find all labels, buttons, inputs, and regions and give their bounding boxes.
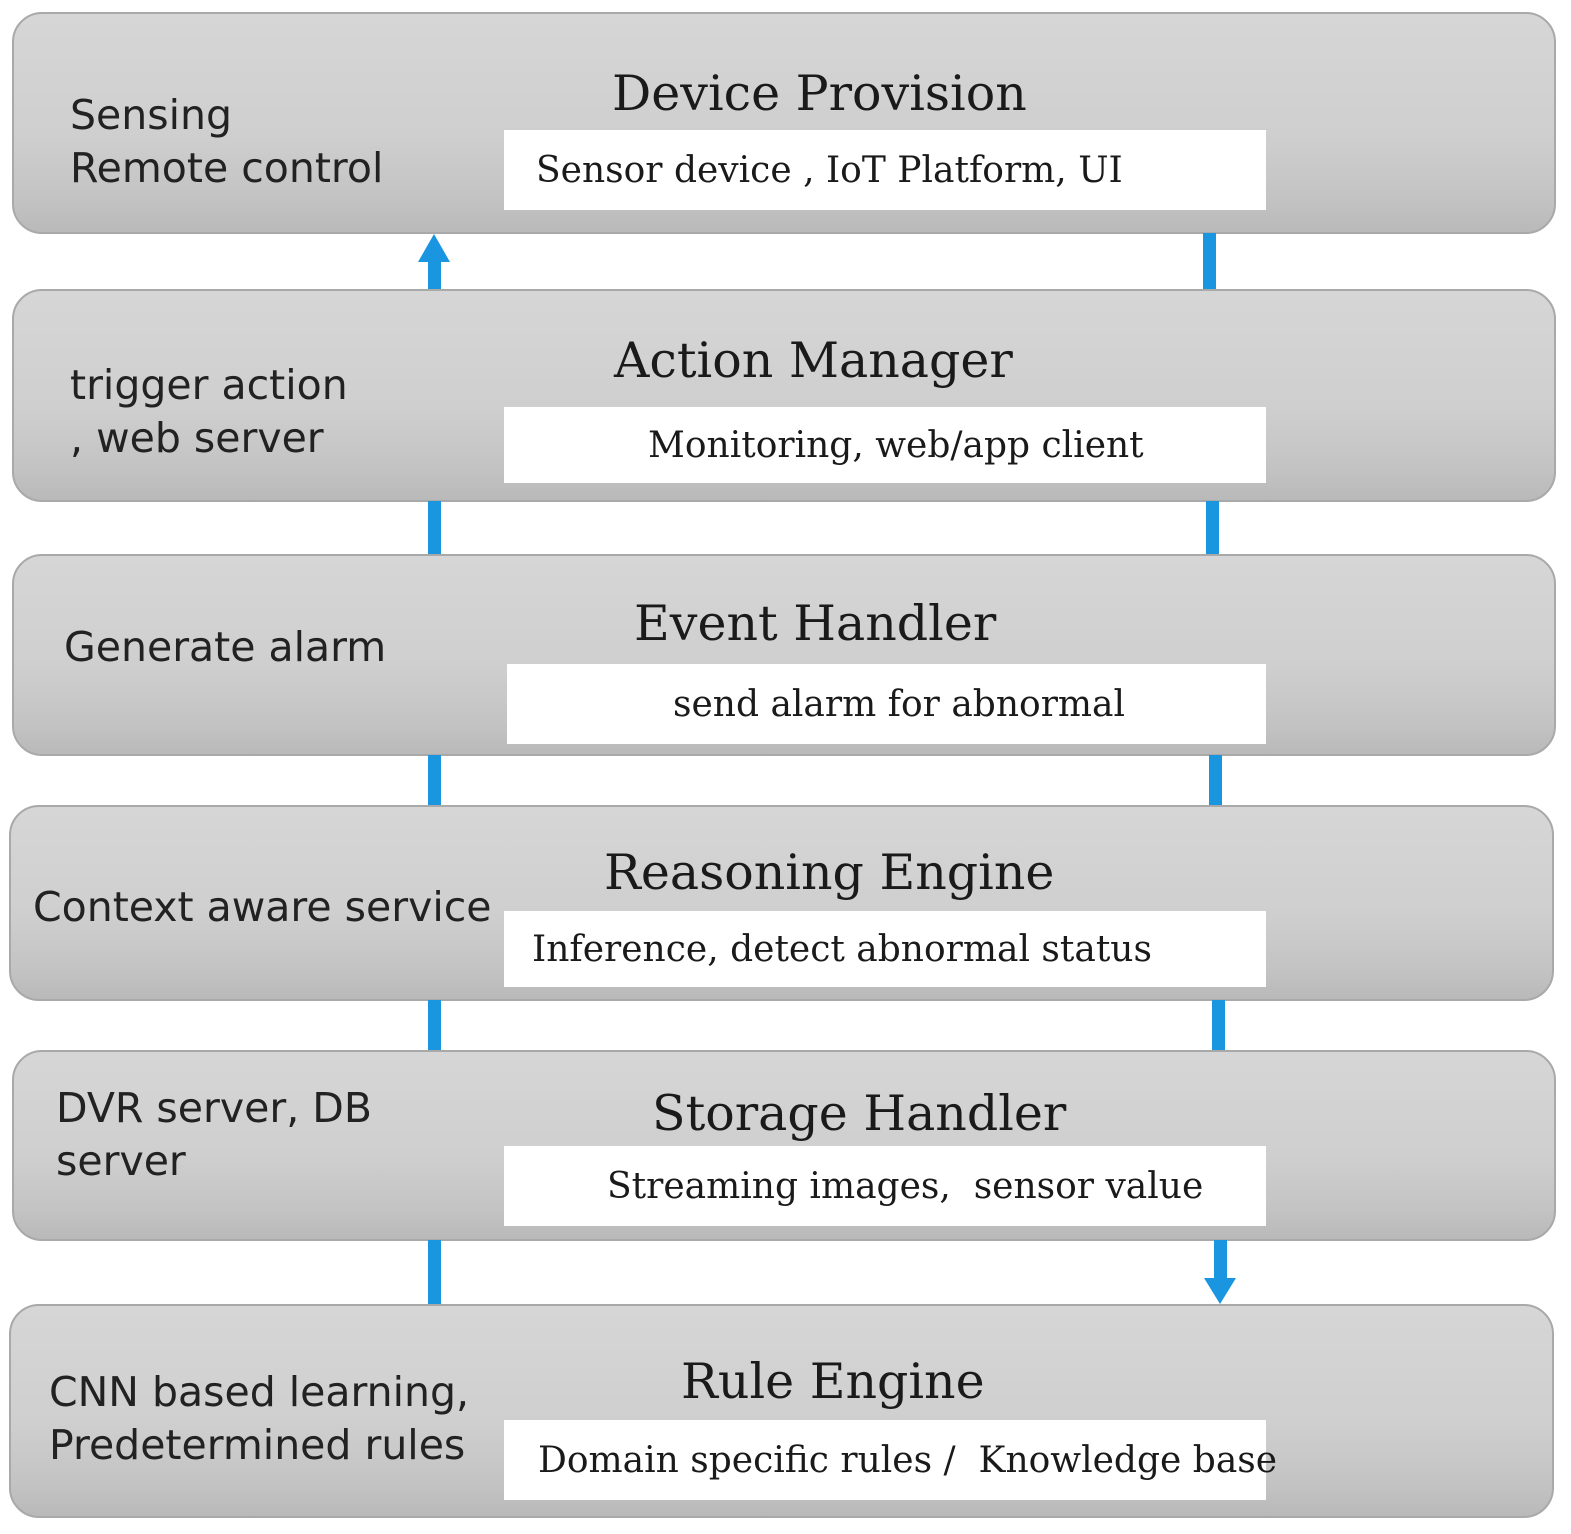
- right-connector: [1209, 755, 1222, 805]
- layer-action-manager: trigger action , web server Action Manag…: [12, 289, 1556, 502]
- layer-side-text: Generate alarm: [64, 623, 387, 671]
- layer-side-text: Sensing Remote control: [70, 91, 384, 192]
- left-connector: [428, 258, 441, 289]
- layer-detail-box: Domain specific rules / Knowledge base: [504, 1420, 1277, 1500]
- left-connector: [428, 1240, 441, 1304]
- layer-device-provision: Sensing Remote control Device Provision …: [12, 12, 1556, 234]
- layer-detail-box: Sensor device , IoT Platform, UI: [504, 130, 1266, 210]
- layer-title: Rule Engine: [681, 1353, 985, 1410]
- layer-title: Device Provision: [612, 65, 1027, 122]
- layer-storage-handler: DVR server, DB server Storage Handler St…: [12, 1050, 1556, 1241]
- layer-side-text: Context aware service: [33, 883, 492, 931]
- layer-detail-box: Streaming images, sensor value: [504, 1146, 1266, 1226]
- layer-side-text: DVR server, DB server: [56, 1084, 372, 1185]
- layer-title: Action Manager: [614, 332, 1013, 389]
- right-connector: [1203, 233, 1216, 289]
- left-connector: [428, 501, 441, 554]
- layer-side-text: CNN based learning, Predetermined rules: [49, 1368, 470, 1469]
- layer-reasoning-engine: Context aware service Reasoning Engine I…: [9, 805, 1554, 1001]
- layer-title: Reasoning Engine: [604, 844, 1055, 901]
- right-downward-flow: [1203, 233, 1236, 1304]
- layer-detail-box: Monitoring, web/app client: [504, 407, 1266, 483]
- left-connector: [428, 755, 441, 805]
- right-connector: [1206, 501, 1219, 554]
- up-arrow-head: [418, 234, 450, 262]
- layer-title: Storage Handler: [652, 1085, 1067, 1142]
- layer-title: Event Handler: [634, 595, 997, 652]
- left-connector: [428, 1000, 441, 1050]
- layer-detail-box: Inference, detect abnormal status: [504, 911, 1266, 987]
- left-upward-flow: [418, 234, 450, 1304]
- down-arrow-head: [1204, 1278, 1236, 1304]
- layer-rule-engine: CNN based learning, Predetermined rules …: [9, 1304, 1554, 1518]
- layer-event-handler: Generate alarm Event Handler send alarm …: [12, 554, 1556, 756]
- right-connector: [1212, 1000, 1225, 1050]
- layer-side-text: trigger action , web server: [70, 361, 348, 462]
- layer-detail-box: send alarm for abnormal: [507, 664, 1266, 744]
- right-connector: [1214, 1240, 1227, 1280]
